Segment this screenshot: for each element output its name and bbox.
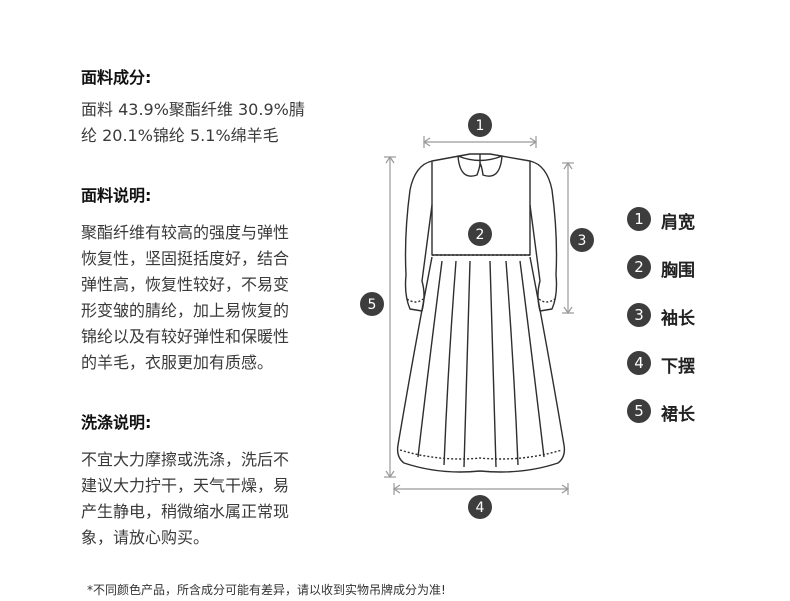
svg-text:3: 3 bbox=[578, 233, 587, 249]
svg-text:5: 5 bbox=[368, 297, 377, 313]
marker-4: 4 bbox=[468, 495, 492, 519]
legend-label: 肩宽 bbox=[661, 213, 695, 233]
fabric-line: 纶 20.1%锦纶 5.1%绵羊毛 bbox=[81, 126, 279, 145]
fabric-desc-line: 锦纶以及有较好弹性和保暖性 bbox=[81, 327, 290, 346]
legend-label: 袖长 bbox=[661, 309, 695, 329]
legend-number: 4 bbox=[627, 351, 651, 375]
fabric-desc-heading: 面料说明: bbox=[81, 186, 152, 205]
svg-text:1: 1 bbox=[476, 118, 485, 134]
legend-label: 裙长 bbox=[661, 405, 695, 425]
fabric-desc-line: 的羊毛，衣服更加有质感。 bbox=[81, 353, 274, 372]
marker-2: 2 bbox=[468, 222, 492, 246]
washing-line: 不宜大力摩擦或洗涤，洗后不 bbox=[81, 450, 290, 469]
fabric-desc-line: 恢复性，坚固挺括度好，结合 bbox=[81, 249, 290, 268]
marker-5: 5 bbox=[360, 292, 384, 316]
svg-text:2: 2 bbox=[476, 227, 485, 243]
legend-label: 胸围 bbox=[661, 261, 695, 281]
fabric-desc-line: 聚酯纤维有较高的强度与弹性 bbox=[81, 223, 290, 242]
washing-text: 不宜大力摩擦或洗涤，洗后不 建议大力拧干，天气干燥，易 产生静电，稍微缩水属正常… bbox=[81, 447, 289, 551]
fabric-desc-line: 弹性高，恢复性较好，不易变 bbox=[81, 275, 290, 294]
fabric-desc-line: 形变皱的腈纶，加上易恢复的 bbox=[81, 301, 290, 320]
footnote: *不同颜色产品，所含成分可能有差异，请以收到实物吊牌成分为准! bbox=[87, 583, 446, 597]
washing-line: 产生静电，稍微缩水属正常现 bbox=[81, 502, 290, 521]
washing-line: 建议大力拧干，天气干燥，易 bbox=[81, 476, 290, 495]
legend-number: 5 bbox=[627, 399, 651, 423]
dress-outline bbox=[396, 153, 566, 473]
legend-label: 下摆 bbox=[661, 357, 695, 377]
fabric-heading: 面料成分: bbox=[81, 68, 152, 87]
fabric-desc-text: 聚酯纤维有较高的强度与弹性 恢复性，坚固挺括度好，结合 弹性高，恢复性较好，不易… bbox=[81, 220, 289, 376]
washing-heading: 洗涤说明: bbox=[81, 413, 152, 432]
legend-number: 3 bbox=[627, 303, 651, 327]
fabric-line: 面料 43.9%聚酯纤维 30.9%腈 bbox=[81, 100, 305, 119]
marker-3: 3 bbox=[570, 228, 594, 252]
washing-line: 象，请放心购买。 bbox=[81, 528, 210, 547]
legend-number: 2 bbox=[627, 255, 651, 279]
fabric-text: 面料 43.9%聚酯纤维 30.9%腈 纶 20.1%锦纶 5.1%绵羊毛 bbox=[81, 97, 305, 149]
svg-text:4: 4 bbox=[476, 500, 485, 516]
legend-number: 1 bbox=[627, 207, 651, 231]
dress-measurement-diagram: 1 2 3 4 5 bbox=[360, 113, 594, 519]
marker-1: 1 bbox=[468, 113, 492, 137]
